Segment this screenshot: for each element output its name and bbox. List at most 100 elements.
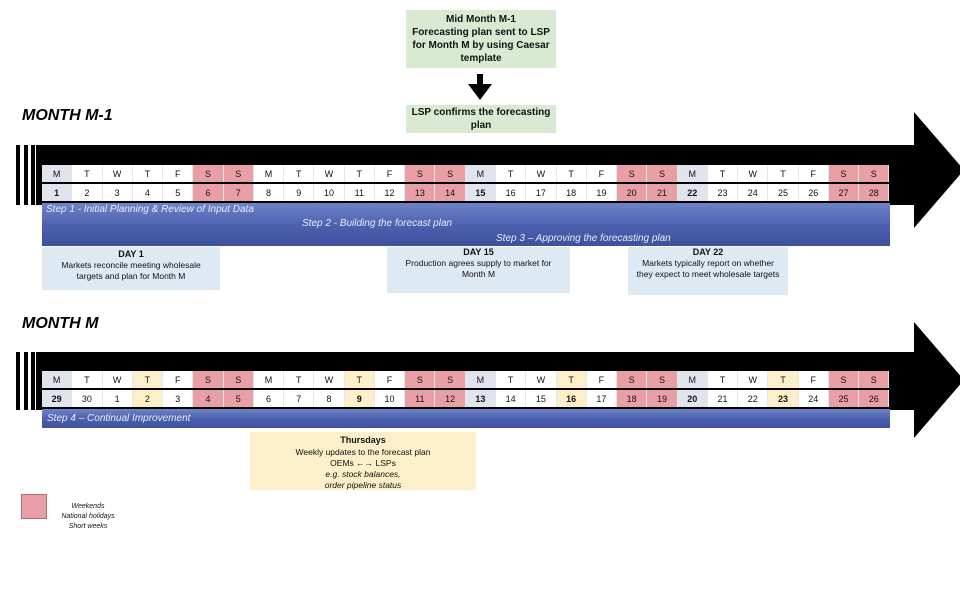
month1-weekday-cell: M — [677, 165, 708, 182]
month1-weekday-cell: M — [253, 165, 285, 182]
month1-weekday-cell: T — [284, 165, 315, 182]
month2-weekday-cell: M — [253, 371, 285, 388]
month2-arrow-tail-bar — [31, 352, 35, 410]
month1-date-cell: 26 — [798, 184, 829, 201]
month2-date-cell: 11 — [405, 390, 436, 407]
month1-weekday-cell: T — [495, 165, 527, 182]
month2-weekday-cell: M — [677, 371, 708, 388]
month2-weekday-cell: S — [193, 371, 224, 388]
month1-weekday-cell: T — [344, 165, 375, 182]
month1-weekday-cell: S — [405, 165, 436, 182]
month1-weekday-cell: F — [798, 165, 829, 182]
month2-date-cell: 15 — [526, 390, 557, 407]
month2-date-cell: 23 — [768, 390, 799, 407]
month1-date-cell: 13 — [405, 184, 436, 201]
month2-date-cell: 18 — [617, 390, 648, 407]
month2-weekday-cell: T — [344, 371, 375, 388]
day15-line2: Month M — [461, 268, 496, 279]
month2-date-cell: 19 — [647, 390, 678, 407]
month2-date-cell: 9 — [344, 390, 375, 407]
month1-date-cell: 5 — [163, 184, 194, 201]
month1-date-cell: 27 — [828, 184, 860, 201]
month2-date-cell: 2 — [132, 390, 164, 407]
month1-weekday-cell: T — [132, 165, 164, 182]
legend-swatch — [21, 494, 47, 519]
top-box-title: Mid Month M-1 — [446, 14, 516, 25]
month1-date-cell: 4 — [132, 184, 164, 201]
month2-date-cell: 20 — [677, 390, 708, 407]
month2-date-cell: 29 — [42, 390, 73, 407]
day22-title: DAY 22 — [692, 247, 724, 257]
month2-arrow-tail-bar — [16, 352, 20, 410]
month1-date-cell: 9 — [284, 184, 315, 201]
month2-date-cell: 6 — [253, 390, 285, 407]
month1-weekday-cell: S — [435, 165, 466, 182]
month1-date-cell: 1 — [42, 184, 73, 201]
day15-note: DAY 15 Production agrees supply to marke… — [387, 247, 570, 293]
month1-date-cell: 15 — [465, 184, 496, 201]
month1-arrow-tail-bar — [31, 145, 35, 205]
month2-weekday-cell: S — [647, 371, 678, 388]
month1-date-cell: 3 — [102, 184, 133, 201]
month2-weekday-cell: S — [405, 371, 436, 388]
month2-weekday-cell: W — [102, 371, 133, 388]
month1-weekday-cell: W — [526, 165, 557, 182]
month1-date-cell: 18 — [556, 184, 587, 201]
month1-weekday-cell: T — [556, 165, 587, 182]
month2-weekday-cell: T — [132, 371, 164, 388]
month1-date-cell: 14 — [435, 184, 466, 201]
month2-date-cell: 1 — [102, 390, 133, 407]
month1-date-cell: 23 — [707, 184, 739, 201]
month1-date-cell: 25 — [768, 184, 799, 201]
month1-date-cell: 17 — [526, 184, 557, 201]
month1-date-cell: 12 — [374, 184, 406, 201]
month1-date-cell: 22 — [677, 184, 708, 201]
month1-date-cell: 16 — [495, 184, 527, 201]
month2-weekday-cell: T — [768, 371, 799, 388]
month2-date-cell: 26 — [859, 390, 890, 407]
month2-date-cell: 25 — [828, 390, 860, 407]
month1-date-cell: 10 — [314, 184, 345, 201]
legend-weekends: Weekends — [71, 503, 105, 510]
month1-date-cell: 21 — [647, 184, 678, 201]
step4-bar: Step 4 – Continual Improvement — [42, 409, 890, 428]
month1-weekday-cell: S — [193, 165, 224, 182]
step1-label: Step 1 - Initial Planning & Review of In… — [46, 204, 254, 215]
month1-date-cell: 7 — [223, 184, 254, 201]
month2-weekday-cell: S — [617, 371, 648, 388]
month2-date-cell: 10 — [374, 390, 406, 407]
month1-weekday-cell: T — [768, 165, 799, 182]
month2-weekday-cell: F — [374, 371, 406, 388]
month2-weekday-cell: F — [798, 371, 829, 388]
month1-weekday-cell: M — [42, 165, 73, 182]
month1-weekday-cell: S — [828, 165, 860, 182]
top-box-line3: template — [460, 53, 502, 64]
day1-line1: Markets reconcile meeting wholesale — [61, 260, 201, 271]
forecast-plan-sent-box: Mid Month M-1 Forecasting plan sent to L… — [406, 10, 556, 68]
month2-date-cell: 14 — [495, 390, 527, 407]
day1-note: DAY 1 Markets reconcile meeting wholesal… — [42, 247, 220, 290]
month2-date-cell: 13 — [465, 390, 496, 407]
month2-weekday-cell: T — [72, 371, 103, 388]
month1-weekday-cell: F — [586, 165, 618, 182]
month1-weekday-cell: W — [102, 165, 133, 182]
step3-label: Step 3 – Approving the forecasting plan — [496, 233, 671, 244]
thursdays-line1: Weekly updates to the forecast plan — [295, 446, 431, 457]
month2-weekday-cell: F — [163, 371, 194, 388]
month2-date-cell: 21 — [707, 390, 739, 407]
month2-weekday-cell: W — [738, 371, 769, 388]
lsp-confirms-box: LSP confirms the forecasting plan — [406, 105, 556, 133]
month1-weekday-cell: S — [859, 165, 890, 182]
month-m-1-title: MONTH M-1 — [22, 107, 113, 124]
legend-text: Weekends National holidays Short weeks — [48, 502, 128, 532]
month2-date-cell: 3 — [163, 390, 194, 407]
month1-date-cell: 8 — [253, 184, 285, 201]
month2-date-cell: 30 — [72, 390, 103, 407]
legend-short-weeks: Short weeks — [68, 523, 108, 531]
month2-date-cell: 22 — [738, 390, 769, 407]
month1-weekday-cell: T — [707, 165, 739, 182]
month2-date-cell: 24 — [798, 390, 829, 407]
